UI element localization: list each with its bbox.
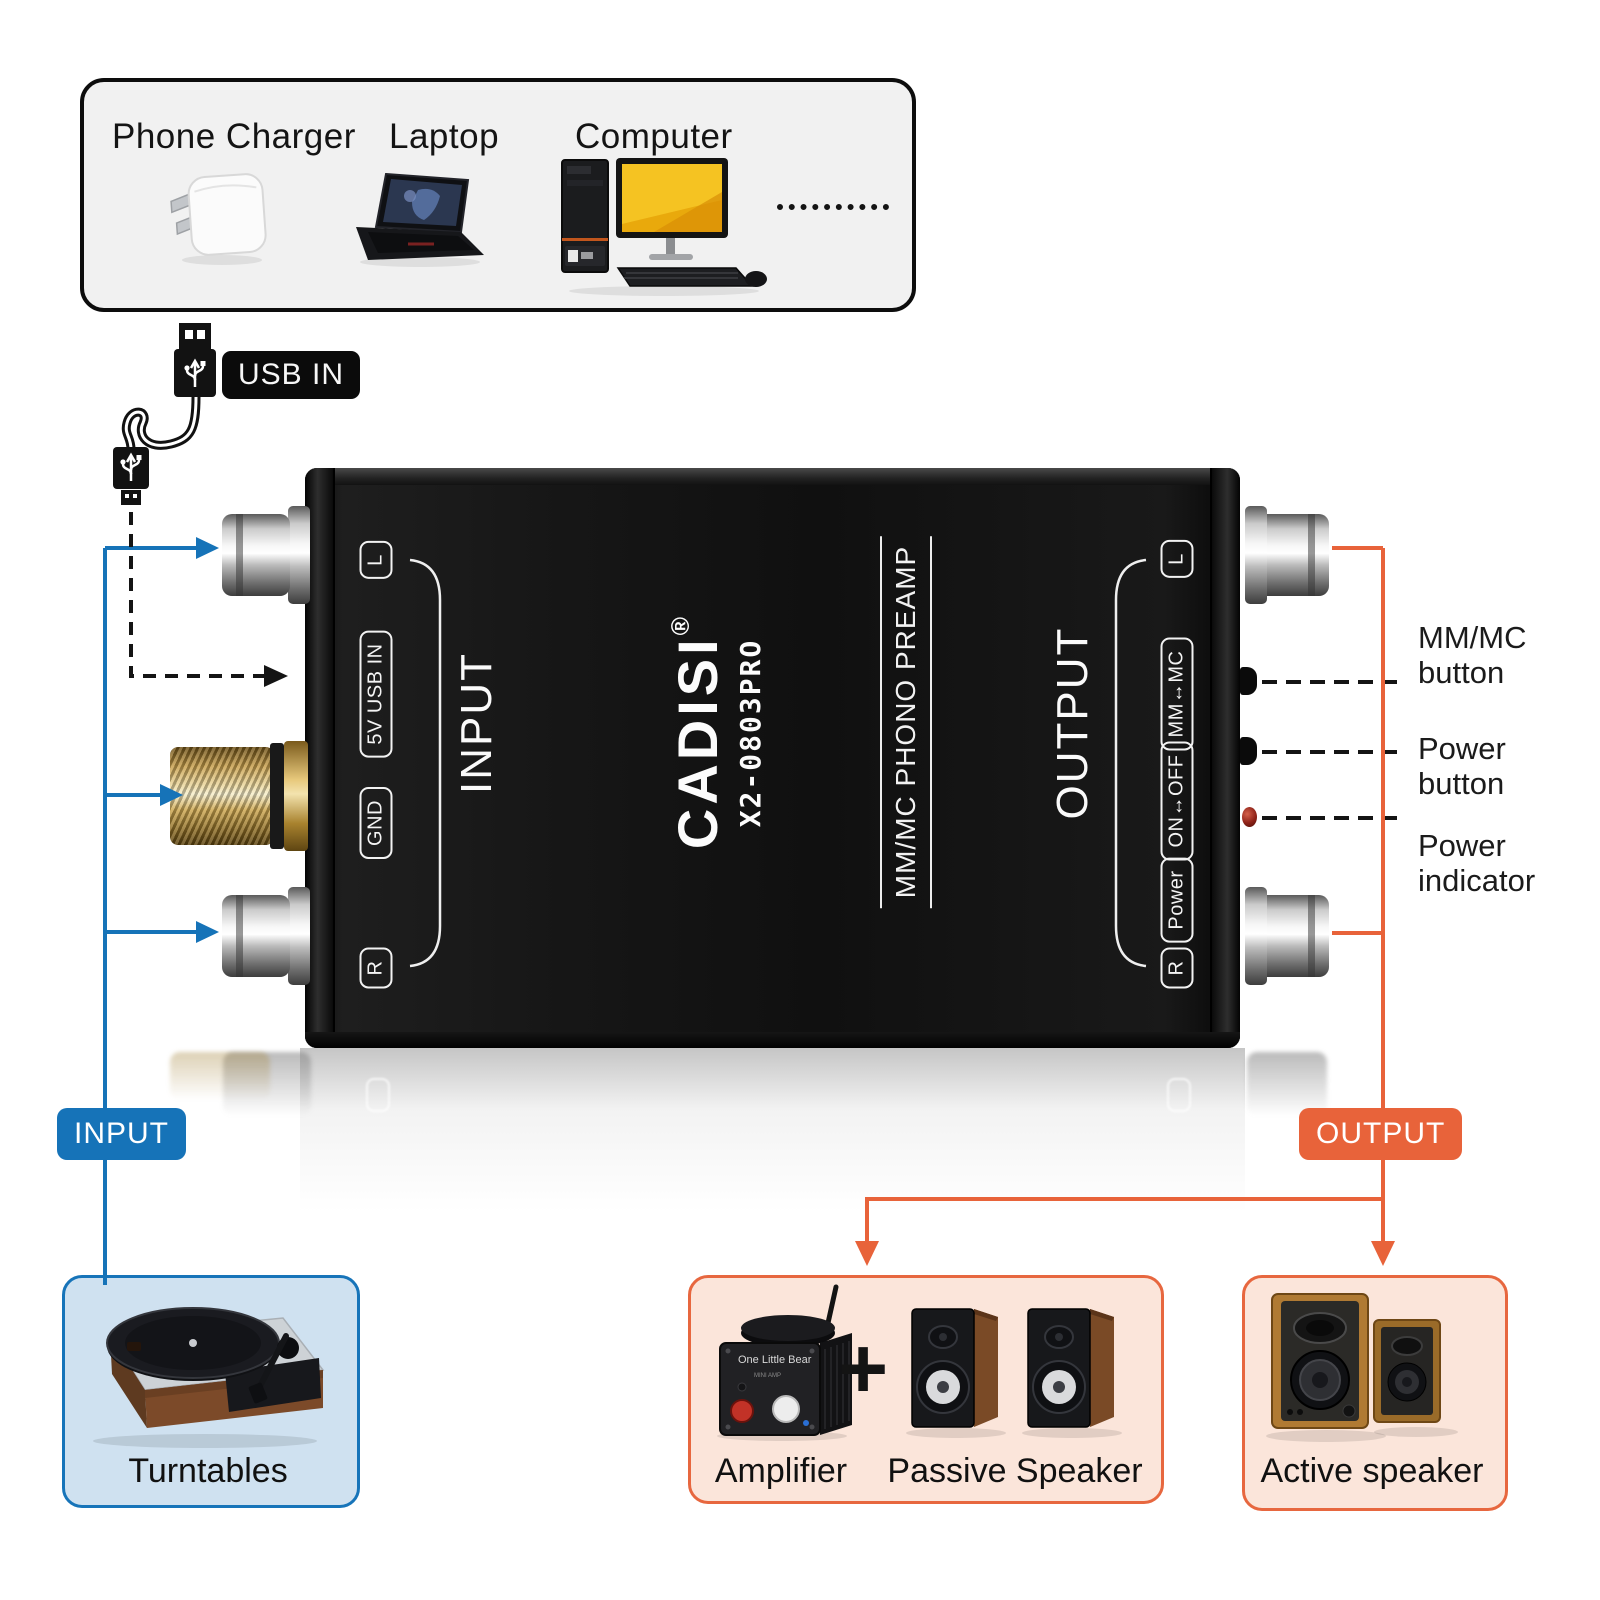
passive-speaker-image — [906, 1308, 1122, 1438]
computer-icon — [561, 158, 767, 296]
reflection-ghost — [223, 1052, 311, 1116]
port-label-input-gnd: GND — [359, 787, 393, 859]
callout-mm-mc-button: MM/MC button — [1418, 620, 1526, 690]
turntables-label: Turntables — [128, 1452, 288, 1490]
laptop-icon — [356, 172, 484, 267]
rca-jack-input-r — [288, 887, 310, 985]
callout-line: button — [1418, 766, 1505, 801]
active-speaker-label: Active speaker — [1260, 1452, 1484, 1490]
callout-line: Power — [1418, 828, 1506, 863]
callout-line: button — [1418, 655, 1505, 690]
brand-logo: CADISI — [666, 635, 729, 850]
source-label-laptop: Laptop — [389, 117, 500, 156]
ellipsis-dots — [777, 204, 889, 210]
reflection-ghost — [1247, 1052, 1327, 1116]
port-label-output-r: R — [1160, 947, 1194, 989]
reflection-ghost — [366, 1078, 390, 1112]
amplifier-brand-text: One Little Bear — [738, 1354, 812, 1366]
callout-line: indicator — [1418, 863, 1536, 898]
rca-jack-output-l — [1245, 506, 1267, 604]
callout-line: Power — [1418, 731, 1506, 766]
reflection-ghost — [170, 1052, 270, 1100]
callout-dashed-lines — [1262, 680, 1406, 820]
input-badge: INPUT — [57, 1108, 186, 1160]
device-right-rail — [1210, 468, 1240, 1048]
usb-arrowhead — [264, 665, 288, 687]
phono-preamp-device — [305, 468, 1240, 1048]
port-label-input-5v-usb-in: 5V USB IN — [359, 630, 393, 758]
gnd-terminal — [170, 747, 274, 845]
usb-cable-icon — [113, 323, 216, 505]
svg-text:MINI AMP: MINI AMP — [754, 1373, 781, 1379]
input-signal-lines — [103, 546, 198, 1285]
mm-mc-button — [1240, 667, 1257, 695]
port-label-input-l: L — [359, 541, 393, 579]
brand-reg-mark: ® — [667, 616, 695, 636]
turntable-image — [93, 1307, 325, 1448]
device-left-rail — [305, 468, 335, 1048]
source-label-phone-charger: Phone Charger — [112, 117, 356, 156]
input-arrowheads — [160, 537, 219, 943]
model-number: X2-0803PRO — [734, 638, 767, 828]
amplifier-label: Amplifier — [714, 1452, 848, 1490]
usb-plug-bottom-icon — [113, 447, 149, 505]
rca-jack-input-l — [288, 506, 310, 604]
gnd-terminal-ring — [270, 743, 284, 849]
port-label-output-power: Power — [1160, 857, 1194, 943]
device-reflection — [300, 1048, 1245, 1253]
phone-charger-icon — [170, 173, 267, 265]
rca-jack-output-r — [1245, 887, 1267, 985]
amplifier-image: One Little Bear MINI AMP — [717, 1284, 852, 1441]
passive-speaker-label: Passive Speaker — [887, 1452, 1143, 1490]
power-indicator-led — [1242, 807, 1257, 827]
port-label-output-mm-mc: MM↔MC — [1160, 637, 1194, 751]
usb-in-badge: USB IN — [222, 351, 361, 399]
device-subtitle: MM/MC PHONO PREAMP — [880, 535, 932, 909]
callout-power-indicator: Power indicator — [1418, 828, 1535, 898]
source-label-computer: Computer — [575, 117, 733, 156]
rca-jack-input-l-barrel — [222, 514, 290, 596]
active-speaker-image — [1266, 1293, 1458, 1442]
port-label-input-r: R — [359, 947, 393, 989]
output-panel-title: OUTPUT — [1048, 626, 1097, 820]
input-panel-title: INPUT — [452, 652, 501, 794]
port-label-output-l: L — [1160, 540, 1194, 578]
callout-line: MM/MC — [1418, 620, 1527, 655]
port-label-output-on-off: ON↔OFF — [1160, 741, 1194, 861]
device-branding: CADISI® X2-0803PRO — [665, 617, 767, 849]
rca-jack-input-r-barrel — [222, 895, 290, 977]
plus-sign: + — [838, 1321, 889, 1417]
usb-plug-top-icon — [174, 323, 216, 397]
callout-power-button: Power button — [1418, 731, 1506, 801]
reflection-ghost — [1167, 1078, 1191, 1112]
gnd-terminal-collar — [284, 741, 308, 851]
output-badge: OUTPUT — [1299, 1108, 1463, 1160]
rca-jack-output-r-barrel — [1267, 895, 1329, 977]
rca-jack-output-l-barrel — [1267, 514, 1329, 596]
power-button — [1240, 737, 1257, 765]
